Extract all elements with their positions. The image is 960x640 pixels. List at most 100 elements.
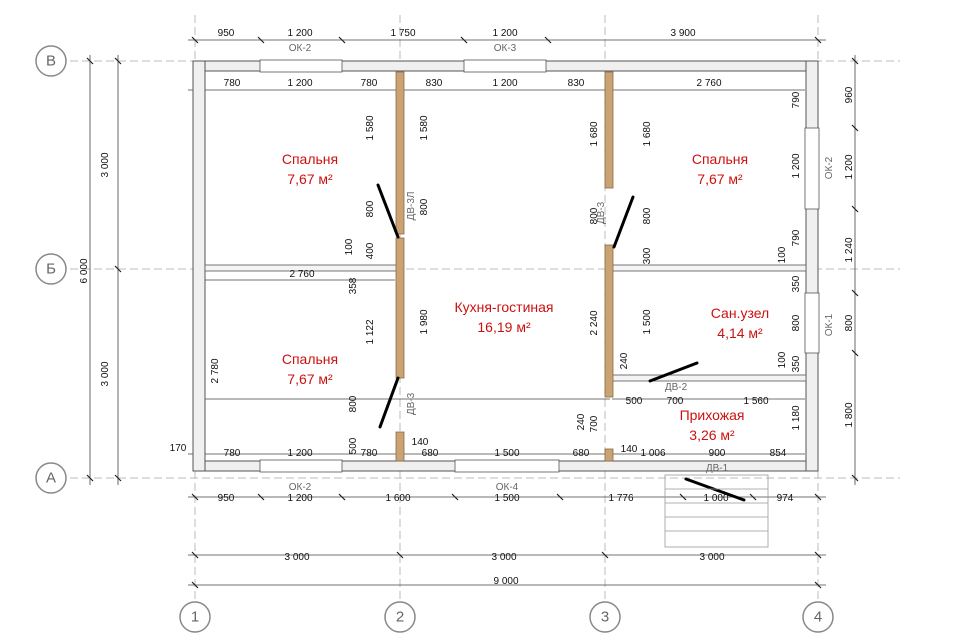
window-label: ОК-1 bbox=[824, 313, 835, 336]
dim-text: 800 bbox=[365, 200, 376, 217]
dim-text: 800 bbox=[844, 314, 855, 331]
axis-marker-col: 1 bbox=[179, 601, 211, 633]
dim-text: 2 240 bbox=[589, 310, 600, 335]
dim-text: 500 bbox=[348, 437, 359, 454]
room-name: Кухня-гостиная bbox=[454, 299, 553, 315]
dim-text: 830 bbox=[568, 78, 585, 89]
dim-text: 700 bbox=[667, 396, 684, 407]
dim-text: 800 bbox=[791, 314, 802, 331]
axis-label: 2 bbox=[396, 609, 404, 626]
axis-marker-row: А bbox=[35, 462, 67, 494]
dim-text: 950 bbox=[218, 28, 235, 39]
dim-text: 350 bbox=[791, 275, 802, 292]
dim-text: 1 980 bbox=[419, 309, 430, 334]
dim-text: 1 500 bbox=[494, 493, 519, 504]
dim-text: 1 000 bbox=[703, 493, 728, 504]
door-label: ДВ-3 bbox=[596, 201, 607, 224]
dim-text: 400 bbox=[365, 242, 376, 259]
dim-text: 1 200 bbox=[287, 78, 312, 89]
room-name: Спальня bbox=[282, 151, 338, 167]
dim-text: 800 bbox=[642, 207, 653, 224]
dim-text: 800 bbox=[348, 395, 359, 412]
dim-text: 100 bbox=[777, 246, 788, 263]
dim-text: 900 bbox=[709, 448, 726, 459]
dim-text: 3 000 bbox=[284, 552, 309, 563]
dim-text: 1 200 bbox=[844, 154, 855, 179]
window-label: ОК-4 bbox=[496, 482, 519, 493]
dim-text: 780 bbox=[224, 78, 241, 89]
window-label: ОК-2 bbox=[289, 43, 312, 54]
axis-markers: В Б А 1 2 3 4 bbox=[35, 45, 834, 633]
dim-text: 1 500 bbox=[642, 309, 653, 334]
room-name: Спальня bbox=[692, 151, 748, 167]
window-label: ОК-2 bbox=[289, 482, 312, 493]
room-area: 3,26 м² bbox=[689, 427, 735, 443]
dim-text: 140 bbox=[621, 444, 638, 455]
dim-text: 3 000 bbox=[100, 152, 111, 177]
room-area: 7,67 м² bbox=[287, 371, 333, 387]
dim-text: 3 000 bbox=[699, 552, 724, 563]
axis-label: 3 bbox=[601, 609, 609, 626]
dim-text: 1 776 bbox=[608, 493, 633, 504]
dim-text: 1 580 bbox=[419, 115, 430, 140]
door-label: ДВ-2 bbox=[665, 382, 688, 393]
dim-text: 2 760 bbox=[289, 269, 314, 280]
dim-text: 2 780 bbox=[210, 358, 221, 383]
axis-label: А bbox=[46, 470, 56, 487]
door-label: ДВ-3 bbox=[406, 392, 417, 415]
dim-text: 100 bbox=[777, 351, 788, 368]
dim-text: 1 006 bbox=[640, 448, 665, 459]
window-label: ОК-3 bbox=[494, 43, 517, 54]
timber-partitions bbox=[395, 71, 614, 462]
opening-labels: ОК-2 ОК-3 ОК-2 ОК-4 ОК-2 ОК-1 ДВ-3Л ДВ-3… bbox=[289, 43, 835, 493]
dim-text: 1 240 bbox=[844, 237, 855, 262]
axis-label: 1 bbox=[191, 609, 199, 626]
dim-text: 800 bbox=[589, 207, 600, 224]
door-leaves bbox=[376, 183, 746, 502]
vertical-dimensions: 6 000 3 000 3 000 1 580 1 580 800 800 10… bbox=[79, 86, 855, 454]
dim-text: 9 000 bbox=[493, 576, 518, 587]
dim-text: 680 bbox=[422, 448, 439, 459]
dim-text: 1 200 bbox=[287, 493, 312, 504]
dim-text: 780 bbox=[361, 448, 378, 459]
dim-text: 830 bbox=[426, 78, 443, 89]
horizontal-dimensions: 950 1 200 1 750 1 200 3 900 780 1 200 78… bbox=[170, 28, 794, 587]
dim-text: 500 bbox=[626, 396, 643, 407]
axis-label: В bbox=[46, 53, 56, 70]
dim-text: 350 bbox=[791, 355, 802, 372]
axis-marker-col: 2 bbox=[384, 601, 416, 633]
door-label: ДВ-1 bbox=[706, 463, 729, 474]
dim-text: 790 bbox=[791, 91, 802, 108]
axis-label: Б bbox=[46, 261, 56, 278]
dim-text: 790 bbox=[791, 229, 802, 246]
dim-text: 300 bbox=[642, 247, 653, 264]
dim-text: 800 bbox=[419, 198, 430, 215]
room-area: 4,14 м² bbox=[717, 325, 763, 341]
dim-text: 1 680 bbox=[642, 121, 653, 146]
dim-text: 170 bbox=[170, 443, 187, 454]
dim-text: 950 bbox=[218, 493, 235, 504]
dim-text: 974 bbox=[777, 493, 794, 504]
dim-text: 3 000 bbox=[491, 552, 516, 563]
porch-stairs bbox=[664, 474, 769, 548]
dim-text: 1 200 bbox=[791, 153, 802, 178]
window-label: ОК-2 bbox=[824, 156, 835, 179]
room-name: Сан.узел bbox=[711, 305, 769, 321]
dimension-lines bbox=[89, 39, 856, 586]
dimension-ticks bbox=[86, 36, 859, 589]
room-area: 7,67 м² bbox=[287, 171, 333, 187]
dim-text: 1 800 bbox=[844, 402, 855, 427]
dim-text: 2 760 bbox=[696, 78, 721, 89]
door-label: ДВ-3Л bbox=[406, 192, 417, 221]
dim-text: 1 200 bbox=[287, 448, 312, 459]
window-openings bbox=[259, 59, 820, 473]
dim-text: 1 200 bbox=[287, 28, 312, 39]
dim-text: 1 200 bbox=[492, 28, 517, 39]
dim-text: 140 bbox=[412, 437, 429, 448]
dim-text: 3 000 bbox=[100, 361, 111, 386]
dim-text: 358 bbox=[348, 277, 359, 294]
room-name: Спальня bbox=[282, 351, 338, 367]
dim-text: 6 000 bbox=[79, 258, 90, 283]
room-area: 7,67 м² bbox=[697, 171, 743, 187]
